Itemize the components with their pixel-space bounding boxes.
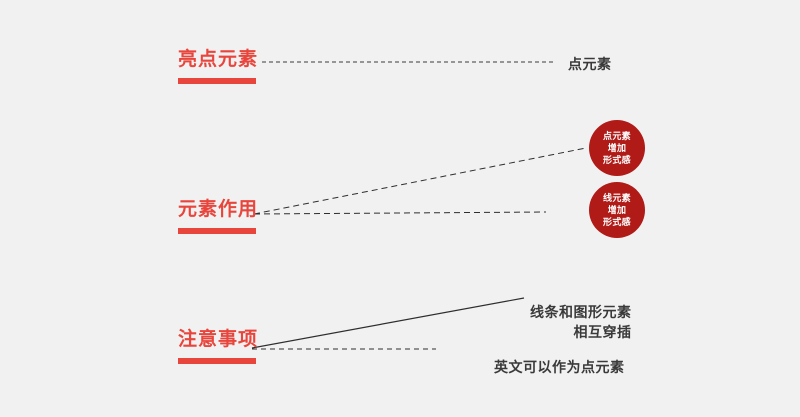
note-interleave-line2: 相互穿插 — [573, 324, 632, 341]
note-interleave-line1: 线条和图形元素 — [530, 304, 632, 320]
connector-caution-to-interleave — [251, 297, 525, 349]
section-label-highlight: 亮点元素 — [178, 50, 258, 84]
section-label-caution: 注意事项 — [178, 330, 258, 364]
section-label-role-text: 元素作用 — [178, 199, 259, 220]
circle-line-element: 线元素 增加 形式感 — [589, 182, 645, 238]
connector-role-to-line-circle — [253, 211, 547, 215]
note-interleave: 线条和图形元素 相互穿插 — [530, 302, 632, 343]
circle-line-line3: 形式感 — [603, 217, 631, 228]
connector-role-to-point-circle — [253, 147, 587, 215]
section-label-highlight-text: 亮点元素 — [178, 49, 259, 70]
circle-point-line1: 点元素 — [603, 130, 631, 141]
section-underline-highlight — [178, 78, 256, 84]
circle-point-line3: 形式感 — [603, 155, 631, 166]
section-label-role: 元素作用 — [178, 200, 258, 234]
circle-line-line1: 线元素 — [603, 192, 631, 203]
section-underline-caution — [178, 358, 256, 364]
circle-point-line2: 增加 — [607, 142, 627, 153]
section-label-caution-text: 注意事项 — [178, 329, 259, 350]
section-underline-role — [178, 228, 256, 234]
circle-line-line2: 增加 — [607, 204, 627, 215]
note-english-as-point: 英文可以作为点元素 — [494, 359, 625, 375]
note-point-element: 点元素 — [568, 56, 612, 72]
circle-point-element: 点元素 增加 形式感 — [589, 120, 645, 176]
